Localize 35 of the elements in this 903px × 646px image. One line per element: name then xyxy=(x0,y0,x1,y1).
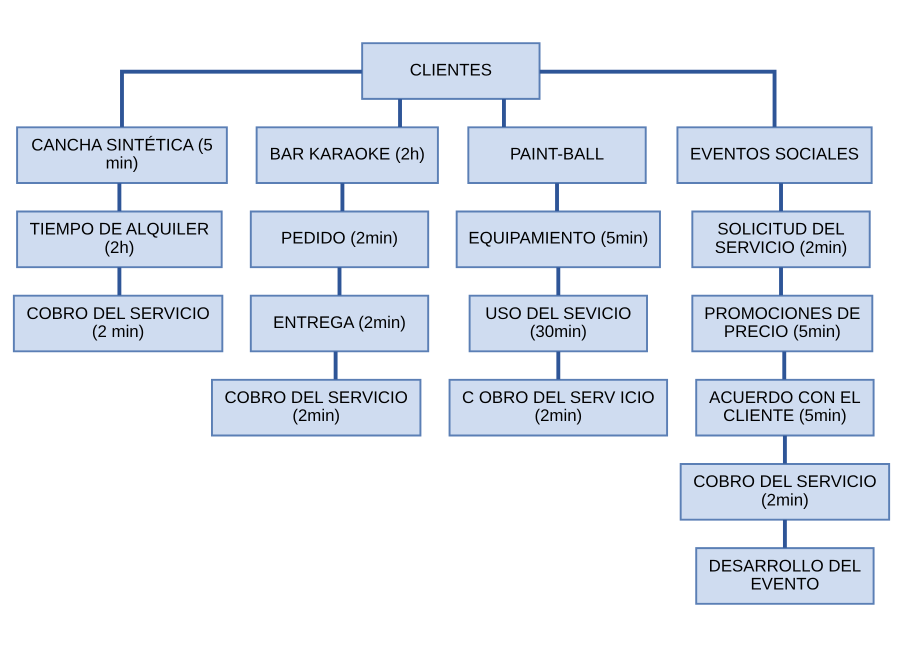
node-box: CLIENTES xyxy=(361,42,541,100)
connector xyxy=(555,182,559,211)
connector xyxy=(556,351,560,379)
node-box: TIEMPO DE ALQUILER (2h) xyxy=(16,210,223,268)
connector xyxy=(340,182,344,211)
node-box: SOLICITUD DEL SERVICIO (2min) xyxy=(691,210,871,268)
connector xyxy=(502,98,506,126)
node-box: EQUIPAMIENTO (5min) xyxy=(456,210,661,268)
node-box: EVENTOS SOCIALES xyxy=(676,126,873,184)
connector xyxy=(117,182,122,211)
node-box: COBRO DEL SERVICIO (2min) xyxy=(680,462,890,520)
node-box: C OBRO DEL SERV ICIO (2min) xyxy=(448,378,668,436)
connector xyxy=(117,266,122,295)
connector xyxy=(120,69,362,126)
node-box: BAR KARAOKE (2h) xyxy=(256,126,439,184)
node-box: PROMOCIONES DE PRECIO (5min) xyxy=(691,294,874,352)
node-box: CANCHA SINTÉTICA (5 min) xyxy=(16,126,228,184)
connector xyxy=(779,182,783,211)
node-box: USO DEL SEVICIO (30min) xyxy=(468,294,648,352)
node-box: ENTREGA (2min) xyxy=(250,294,430,352)
connector xyxy=(398,98,402,126)
connector xyxy=(782,519,787,548)
node-box: COBRO DEL SERVICIO (2min) xyxy=(211,378,422,436)
connector xyxy=(334,351,338,379)
node-box: DESARROLLO DEL EVENTO xyxy=(695,546,875,604)
connector xyxy=(782,351,786,379)
node-box: PAINT-BALL xyxy=(467,126,647,184)
node-box: COBRO DEL SERVICIO (2 min) xyxy=(12,294,224,352)
connector xyxy=(779,266,783,295)
connector xyxy=(556,266,560,295)
connector xyxy=(338,266,342,295)
connector xyxy=(540,69,776,126)
node-box: PEDIDO (2min) xyxy=(250,210,430,268)
connector xyxy=(782,435,787,464)
node-box: ACUERDO CON EL CLIENTE (5min) xyxy=(695,378,875,436)
